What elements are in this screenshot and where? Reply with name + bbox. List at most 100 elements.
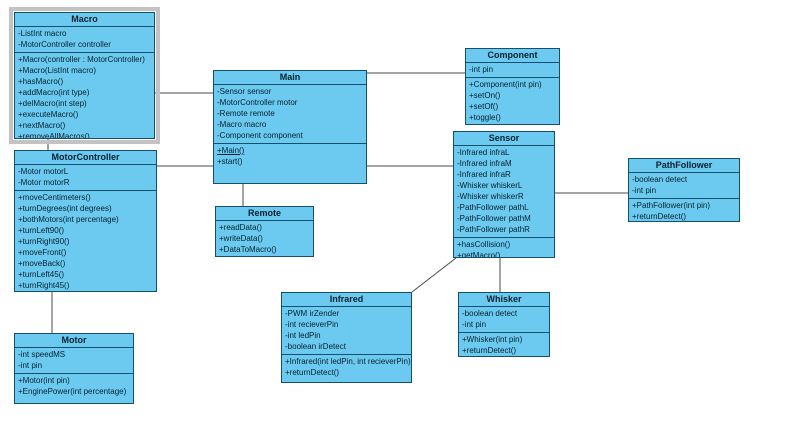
attribute-row: -int pin — [632, 186, 657, 195]
class-sensor[interactable]: Sensor-Infrared infraL-Infrared infraM-I… — [453, 131, 555, 258]
method-row: +writeData() — [219, 234, 263, 243]
attribute-row: -Whisker whiskerL — [457, 181, 523, 190]
method-row: +Macro(controller : MotorController) — [18, 55, 145, 64]
attribute-row: -Remote remote — [217, 109, 275, 118]
method-row: +turnRight45() — [18, 281, 70, 290]
methods-compartment: +PathFollower(int pin) +returnDetect() — [629, 199, 739, 221]
attribute-row: -PathFollower pathM — [457, 214, 531, 223]
class-remote[interactable]: Remote +readData() +writeData() +DataToMacr… — [215, 206, 314, 257]
class-title: Macro — [15, 13, 154, 27]
class-whisker[interactable]: Whisker -boolean detect -int pin +Whisker(i… — [458, 292, 550, 357]
method-row: +setOn() — [469, 91, 501, 100]
method-row: +PathFollower(int pin) — [632, 201, 711, 210]
method-row: +moveCentimeters() — [18, 193, 91, 202]
method-row: +EnginePower(int percentage) — [18, 387, 127, 396]
method-row: +setOf() — [469, 102, 499, 111]
attribute-row: -MotorController controller — [18, 40, 111, 49]
attributes-compartment: -Sensor sensor -MotorController motor -Rem… — [214, 85, 366, 144]
attribute-row: -boolean detect — [462, 309, 518, 318]
attribute-row: -Sensor sensor — [217, 87, 272, 96]
method-row: +Infrared(int ledPin, int recieverPin) — [285, 357, 411, 366]
method-row: +removeAllMacros() — [18, 132, 90, 139]
attributes-compartment: -ListInt macro -MotorController controlle… — [15, 27, 154, 53]
class-title: Component — [466, 49, 559, 63]
attribute-row: -Component component — [217, 131, 303, 140]
methods-compartment: +Component(int pin) +setOn() +setOf() +togg… — [466, 78, 559, 124]
class-motor[interactable]: Motor -int speedMS -int pin +Motor(int pin)… — [14, 333, 134, 404]
attributes-compartment: -PWM irZender-int recieverPin-int ledPin… — [282, 307, 411, 355]
attributes-compartment: -Motor motorL -Motor motorR — [15, 165, 156, 191]
attribute-row: -ListInt macro — [18, 29, 67, 38]
method-row: +turnLeft90() — [18, 226, 65, 235]
method-row: +turnLeft45() — [18, 270, 65, 279]
attribute-row: -PWM irZender — [285, 309, 340, 318]
method-row: +readData() — [219, 223, 262, 232]
class-infrared[interactable]: Infrared-PWM irZender-int recieverPin-in… — [281, 292, 412, 383]
attributes-compartment: -int pin — [466, 63, 559, 78]
methods-compartment: +Main() +start() — [214, 144, 366, 183]
class-component[interactable]: Component -int pin +Component(int pin) +set… — [465, 48, 560, 125]
method-row: +addMacro(int type) — [18, 88, 90, 97]
attributes-compartment: -Infrared infraL -Infrared infraM -Infrare… — [454, 146, 554, 238]
method-row: +turnDegrees(int degrees) — [18, 204, 112, 213]
attributes-compartment: -boolean detect -int pin — [459, 307, 549, 333]
method-row: +turnRight90() — [18, 237, 70, 246]
attribute-row: -MotorController motor — [217, 98, 298, 107]
method-row: +moveFront() — [18, 248, 67, 257]
connector-sensor-infrared[interactable] — [411, 257, 457, 293]
methods-compartment: +readData() +writeData() +DataToMacro() — [216, 221, 313, 256]
class-pathfollower[interactable]: PathFollower -boolean detect -int pin +Path… — [628, 158, 740, 222]
attribute-row: -boolean detect — [632, 175, 688, 184]
class-title: MotorController — [15, 151, 156, 165]
method-row: +bothMotors(int percentage) — [18, 215, 119, 224]
attribute-row: -int speedMS — [18, 350, 66, 359]
attribute-row: -int pin — [462, 320, 487, 329]
method-row: +toggle() — [469, 113, 501, 122]
method-row: +DataToMacro() — [219, 245, 277, 254]
method-row: +nextMacro() — [18, 121, 66, 130]
method-row: +Component(int pin) — [469, 80, 542, 89]
attribute-row: -int pin — [18, 361, 43, 370]
class-title: Sensor — [454, 132, 554, 146]
method-row: +returnDetect() — [632, 212, 687, 221]
methods-compartment: +Motor(int pin) +EnginePower(int percenta… — [15, 374, 133, 403]
method-row: +start() — [217, 157, 243, 166]
attribute-row: -int pin — [469, 65, 494, 74]
methods-compartment: +Macro(controller : MotorController) +Mac… — [15, 53, 154, 139]
class-main[interactable]: Main -Sensor sensor -MotorController motor… — [213, 70, 367, 184]
methods-compartment: +Whisker(int pin) +returnDetect() — [459, 333, 549, 356]
class-title: Infrared — [282, 293, 411, 307]
method-row: +returnDetect() — [285, 368, 340, 377]
methods-compartment: +moveCentimeters() +turnDegrees(int degre… — [15, 191, 156, 291]
method-row: +hasCollision() — [457, 240, 511, 249]
class-macro[interactable]: Macro -ListInt macro -MotorController cont… — [9, 7, 160, 144]
method-row: +Macro(ListInt macro) — [18, 66, 97, 75]
methods-compartment: +hasCollision() +getMacro() — [454, 238, 554, 258]
method-row: +hasMacro() — [18, 77, 64, 86]
attribute-row: -Whisker whiskerR — [457, 192, 524, 201]
attribute-row: -int recieverPin — [285, 320, 339, 329]
method-row: +returnDetect() — [462, 346, 517, 355]
class-title: Motor — [15, 334, 133, 348]
attribute-row: -Motor motorL — [18, 167, 69, 176]
attributes-compartment: -boolean detect -int pin — [629, 173, 739, 199]
method-row: +Main() — [217, 146, 245, 155]
attribute-row: -Motor motorR — [18, 178, 70, 187]
method-row: +Whisker(int pin) — [462, 335, 523, 344]
attribute-row: -Macro macro — [217, 120, 267, 129]
class-motorcontroller[interactable]: MotorController-Motor motorL-Motor motor… — [14, 150, 157, 292]
class-title: Remote — [216, 207, 313, 221]
method-row: +executeMacro() — [18, 110, 79, 119]
method-row: +Motor(int pin) — [18, 376, 70, 385]
attribute-row: -Infrared infraR — [457, 170, 511, 179]
methods-compartment: +Infrared(int ledPin, int recieverPin) +r… — [282, 355, 411, 382]
class-title: Whisker — [459, 293, 549, 307]
attribute-row: -Infrared infraL — [457, 148, 510, 157]
class-title: Main — [214, 71, 366, 85]
class-title: PathFollower — [629, 159, 739, 173]
attribute-row: -Infrared infraM — [457, 159, 512, 168]
attributes-compartment: -int speedMS -int pin — [15, 348, 133, 374]
method-row: +getMacro() — [457, 251, 501, 258]
